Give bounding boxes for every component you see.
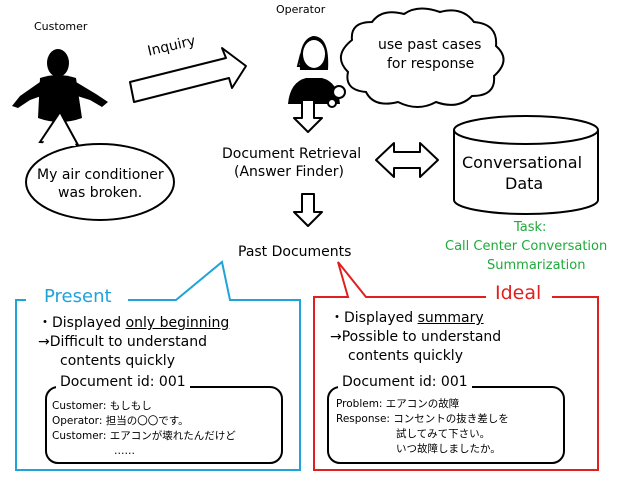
retrieval-line2: (Answer Finder) [234,164,344,180]
double-arrow [375,142,439,178]
present-doc-line2: Operator: 担当の〇〇です。 [52,415,189,427]
present-title: Present [44,286,112,307]
task-line2: Call Center Conversation [445,239,608,254]
customer-bubble-line1: My air conditioner [37,167,164,183]
operator-label: Operator [276,3,326,16]
ideal-line1: ・Displayed summary [330,310,484,326]
inquiry-arrow [129,47,247,103]
ideal-doc-line1: Problem: エアコンの故障 [336,398,460,410]
database-line1: Conversational [462,153,583,172]
retrieval-line1: Document Retrieval [222,146,362,162]
cloud-line2: for response [387,56,475,72]
ideal-line2: →Possible to understand [330,329,502,345]
customer-label: Customer [34,20,88,33]
present-panel [15,260,301,471]
task-line3: Summarization [487,258,586,273]
customer-bubble-line2: was broken. [58,185,143,201]
thought-cloud [327,7,505,108]
ideal-line1-prefix: ・Displayed [330,310,418,326]
ideal-doc-line4: いつ故障しましたか。 [396,443,501,455]
ideal-title: Ideal [495,282,542,304]
present-doc-line4: …… [114,445,135,457]
ideal-doc-line3: 試してみて下さい。 [396,428,491,440]
task-line1: Task: [514,220,547,235]
database-cylinder-icon [453,115,599,215]
customer-silhouette-icon [12,49,108,122]
customer-speech-bubble [25,110,175,221]
down-arrow-1 [293,99,323,133]
present-doc-line3: Customer: エアコンが壊れたんだけど [52,430,236,442]
present-line1-underlined: only beginning [125,315,230,331]
cloud-line1: use past cases [378,37,482,53]
ideal-doc-line2: Response: コンセントの抜き差しを [336,413,509,425]
ideal-line3: contents quickly [348,348,463,364]
operator-headset-icon [288,36,340,104]
present-line1-prefix: ・Displayed [38,315,126,331]
ideal-line1-underlined: summary [417,310,484,326]
down-arrow-2 [293,193,323,227]
present-line3: contents quickly [60,353,175,369]
present-doc-line1: Customer: もしもし [52,400,152,412]
present-line1: ・Displayed only beginning [38,315,229,331]
present-document-label: Document id: 001 [56,374,190,391]
past-documents-label: Past Documents [238,244,352,260]
ideal-document-label: Document id: 001 [338,374,472,391]
database-line2: Data [505,174,544,193]
present-line2: →Difficult to understand [38,334,207,350]
ideal-panel [313,261,599,471]
